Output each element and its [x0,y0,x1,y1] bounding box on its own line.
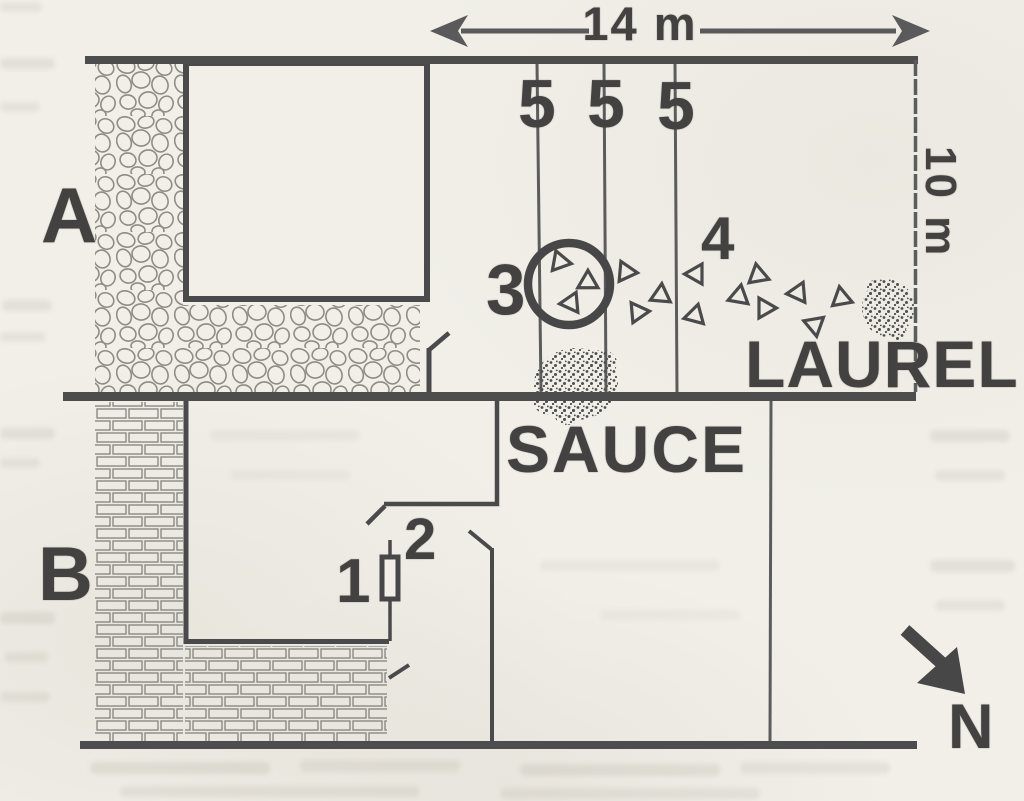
sherd-triangle [827,283,854,308]
sherd-triangle [557,290,580,316]
gate-tick-a [427,331,451,352]
bleed-through-text [0,58,55,69]
arrowhead-right [892,15,930,47]
bleed-through-text [600,610,740,620]
sauce-label: SAUCE [506,412,748,486]
bleed-through-text [0,458,40,468]
brick-wall-west-b [95,402,183,741]
bleed-through-text [210,430,360,441]
bleed-through-text [4,652,48,662]
entrance-wall-b-upper [384,401,500,507]
bleed-through-text [90,762,270,774]
stela-rectangle-1 [379,554,401,602]
south-wall [80,741,917,749]
channel-label-5a: 5 [518,66,556,142]
bleed-through-text [120,786,420,797]
gate-tick-b-upper [365,504,387,526]
sherd-triangle [648,281,674,304]
gate-tick-b-lower [467,529,493,551]
bleed-through-text [935,600,1005,611]
north-label: N [948,692,994,762]
find-circle-3 [523,238,615,330]
sherd-triangle [550,249,575,276]
feature-2-label: 2 [404,507,437,572]
sherd-triangle [629,299,652,325]
bleed-through-text [520,764,720,776]
bleed-through-text [2,300,52,311]
feature-1-label: 1 [336,547,371,616]
channel-line-1 [535,62,543,393]
sherd-triangle [682,262,704,286]
sherd-triangle [617,259,640,285]
sherd-triangle [723,283,750,312]
middle-wall [63,392,916,401]
dimension-arrow-14m [430,15,930,47]
feature-4-label: 4 [701,205,735,272]
channel-line-2 [602,62,608,393]
gate-tick-b-brick [387,663,411,680]
courtyard-a [183,60,430,302]
bleed-through-text [930,430,1010,442]
width-dimension-label: 14 m [582,0,698,50]
channel-label-5c: 5 [657,68,695,144]
bleed-through-text [540,560,720,571]
bleed-through-text [230,470,350,480]
feature-3-label: 3 [486,251,526,330]
bleed-through-text [0,102,40,112]
north-arrow [900,625,965,694]
sherd-triangle [757,296,779,320]
bleed-through-text [0,332,46,342]
bleed-through-text [300,760,460,772]
bleed-through-text [0,692,50,702]
bleed-through-text [0,2,42,12]
channel-label-5b: 5 [587,66,625,142]
bleed-through-text [935,470,1005,481]
bleed-through-text [500,788,760,799]
brick-wall-south-b [185,646,387,741]
bleed-through-text [0,428,55,439]
north-arrowhead [917,647,965,694]
sherd-triangle [747,262,774,291]
channel-line-3 [673,62,679,393]
sherd-triangle [679,302,705,330]
zone-b-label: B [38,532,93,617]
arrowhead-left [430,15,468,47]
shrub-laurel [862,279,914,340]
sherd-triangle [784,280,807,306]
north-wall [85,56,918,64]
height-dimension-label: 10 m [916,146,965,259]
bleed-through-text [930,560,1015,572]
zone-a-label: A [41,171,98,259]
bleed-through-text [740,762,890,774]
boundary-line-b [768,400,773,742]
laurel-label: LAUREL [745,327,1019,401]
cobblestone-wall-west-a [95,64,183,392]
bleed-through-text [0,612,55,624]
cobblestone-wall-south-a [183,305,420,392]
